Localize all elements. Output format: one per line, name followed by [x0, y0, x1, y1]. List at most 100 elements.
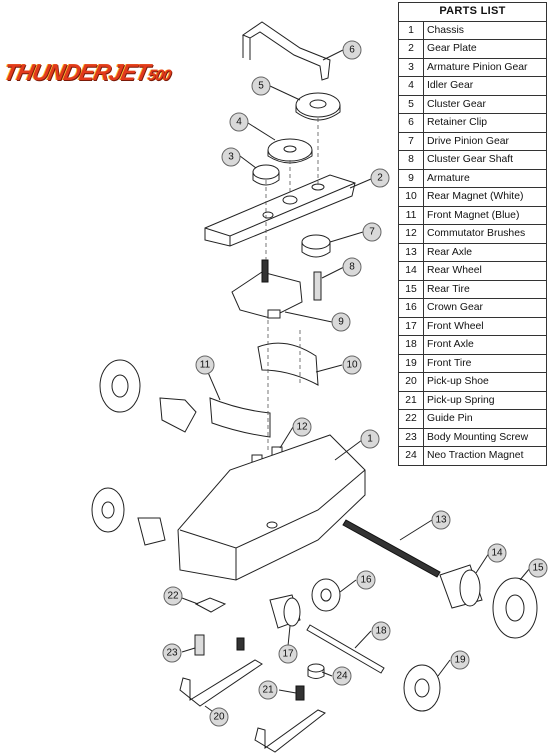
part-number: 15 [398, 279, 424, 299]
left-rear-tire-drawing [99, 359, 197, 433]
front-tire-drawing [403, 664, 441, 712]
idler-gear-drawing [267, 138, 313, 164]
part-number: 16 [398, 298, 424, 318]
callout-21: 21 [258, 680, 278, 700]
part-number: 14 [398, 261, 424, 281]
armature-drawing [231, 259, 303, 319]
callout-20: 20 [209, 707, 229, 727]
callout-7: 7 [362, 222, 382, 242]
part-name: Front Tire [423, 353, 547, 373]
part-number: 3 [398, 57, 424, 77]
part-name: Cluster Gear [423, 94, 547, 114]
part-name: Chassis [423, 20, 547, 40]
armature-pinion-drawing [252, 164, 280, 186]
svg-text:16: 16 [360, 575, 372, 586]
part-number: 17 [398, 316, 424, 336]
part-name: Front Magnet (Blue) [423, 205, 547, 225]
rear-wheel-drawing [439, 564, 483, 609]
part-number: 6 [398, 113, 424, 133]
chassis-drawing [177, 434, 366, 581]
part-name: Armature [423, 168, 547, 188]
part-number: 11 [398, 205, 424, 225]
svg-text:8: 8 [349, 262, 355, 273]
part-name: Pick-up Spring [423, 390, 547, 410]
part-name: Neo Traction Magnet [423, 446, 547, 466]
svg-text:6: 6 [349, 45, 355, 56]
parts-list-header-row: PARTS LIST [398, 2, 547, 22]
svg-text:15: 15 [532, 563, 544, 574]
part-name: Rear Wheel [423, 261, 547, 281]
part-number: 4 [398, 76, 424, 96]
part-number: 13 [398, 242, 424, 262]
part-name: Body Mounting Screw [423, 427, 547, 447]
part-name: Commutator Brushes [423, 224, 547, 244]
svg-text:19: 19 [454, 655, 466, 666]
part-number: 2 [398, 39, 424, 59]
callout-24: 24 [332, 666, 352, 686]
part-number: 5 [398, 94, 424, 114]
part-name: Retainer Clip [423, 113, 547, 133]
callout-4: 4 [229, 112, 249, 132]
leader-lines [181, 49, 531, 717]
part-number: 22 [398, 409, 424, 429]
part-number: 20 [398, 372, 424, 392]
part-number: 18 [398, 335, 424, 355]
callout-14: 14 [487, 543, 507, 563]
pick-up-shoe-right-drawing [254, 709, 326, 753]
svg-text:21: 21 [262, 685, 274, 696]
callout-15: 15 [528, 558, 548, 578]
part-name: Rear Axle [423, 242, 547, 262]
rear-tire-drawing [492, 577, 538, 639]
svg-text:20: 20 [213, 712, 225, 723]
svg-text:17: 17 [282, 649, 294, 660]
callout-10: 10 [342, 355, 362, 375]
svg-text:18: 18 [375, 626, 387, 637]
callout-19: 19 [450, 650, 470, 670]
part-number: 10 [398, 187, 424, 207]
callout-18: 18 [371, 621, 391, 641]
parts-list-title: PARTS LIST [398, 2, 547, 22]
body-screw-drawing [194, 634, 205, 656]
callout-3: 3 [221, 147, 241, 167]
callout-13: 13 [431, 510, 451, 530]
callout-2: 2 [370, 168, 390, 188]
callout-9: 9 [331, 312, 351, 332]
rear-axle-drawing [342, 519, 441, 578]
part-name: Pick-up Shoe [423, 372, 547, 392]
callout-1: 1 [360, 429, 380, 449]
part-number: 12 [398, 224, 424, 244]
cluster-gear-drawing [295, 92, 341, 121]
front-wheel-drawing [269, 594, 301, 629]
callout-22: 22 [163, 586, 183, 606]
front-axle-drawing [306, 624, 385, 674]
pick-up-spring-drawing [295, 685, 305, 701]
part-number: 7 [398, 131, 424, 151]
svg-text:3: 3 [228, 152, 234, 163]
callout-23: 23 [162, 643, 182, 663]
guide-pin-drawing [194, 597, 227, 613]
svg-text:11: 11 [200, 360, 211, 371]
retainer-clip-drawing [241, 21, 331, 81]
part-name: Guide Pin [423, 409, 547, 429]
part-number: 23 [398, 427, 424, 447]
svg-text:22: 22 [167, 591, 179, 602]
part-name: Front Wheel [423, 316, 547, 336]
